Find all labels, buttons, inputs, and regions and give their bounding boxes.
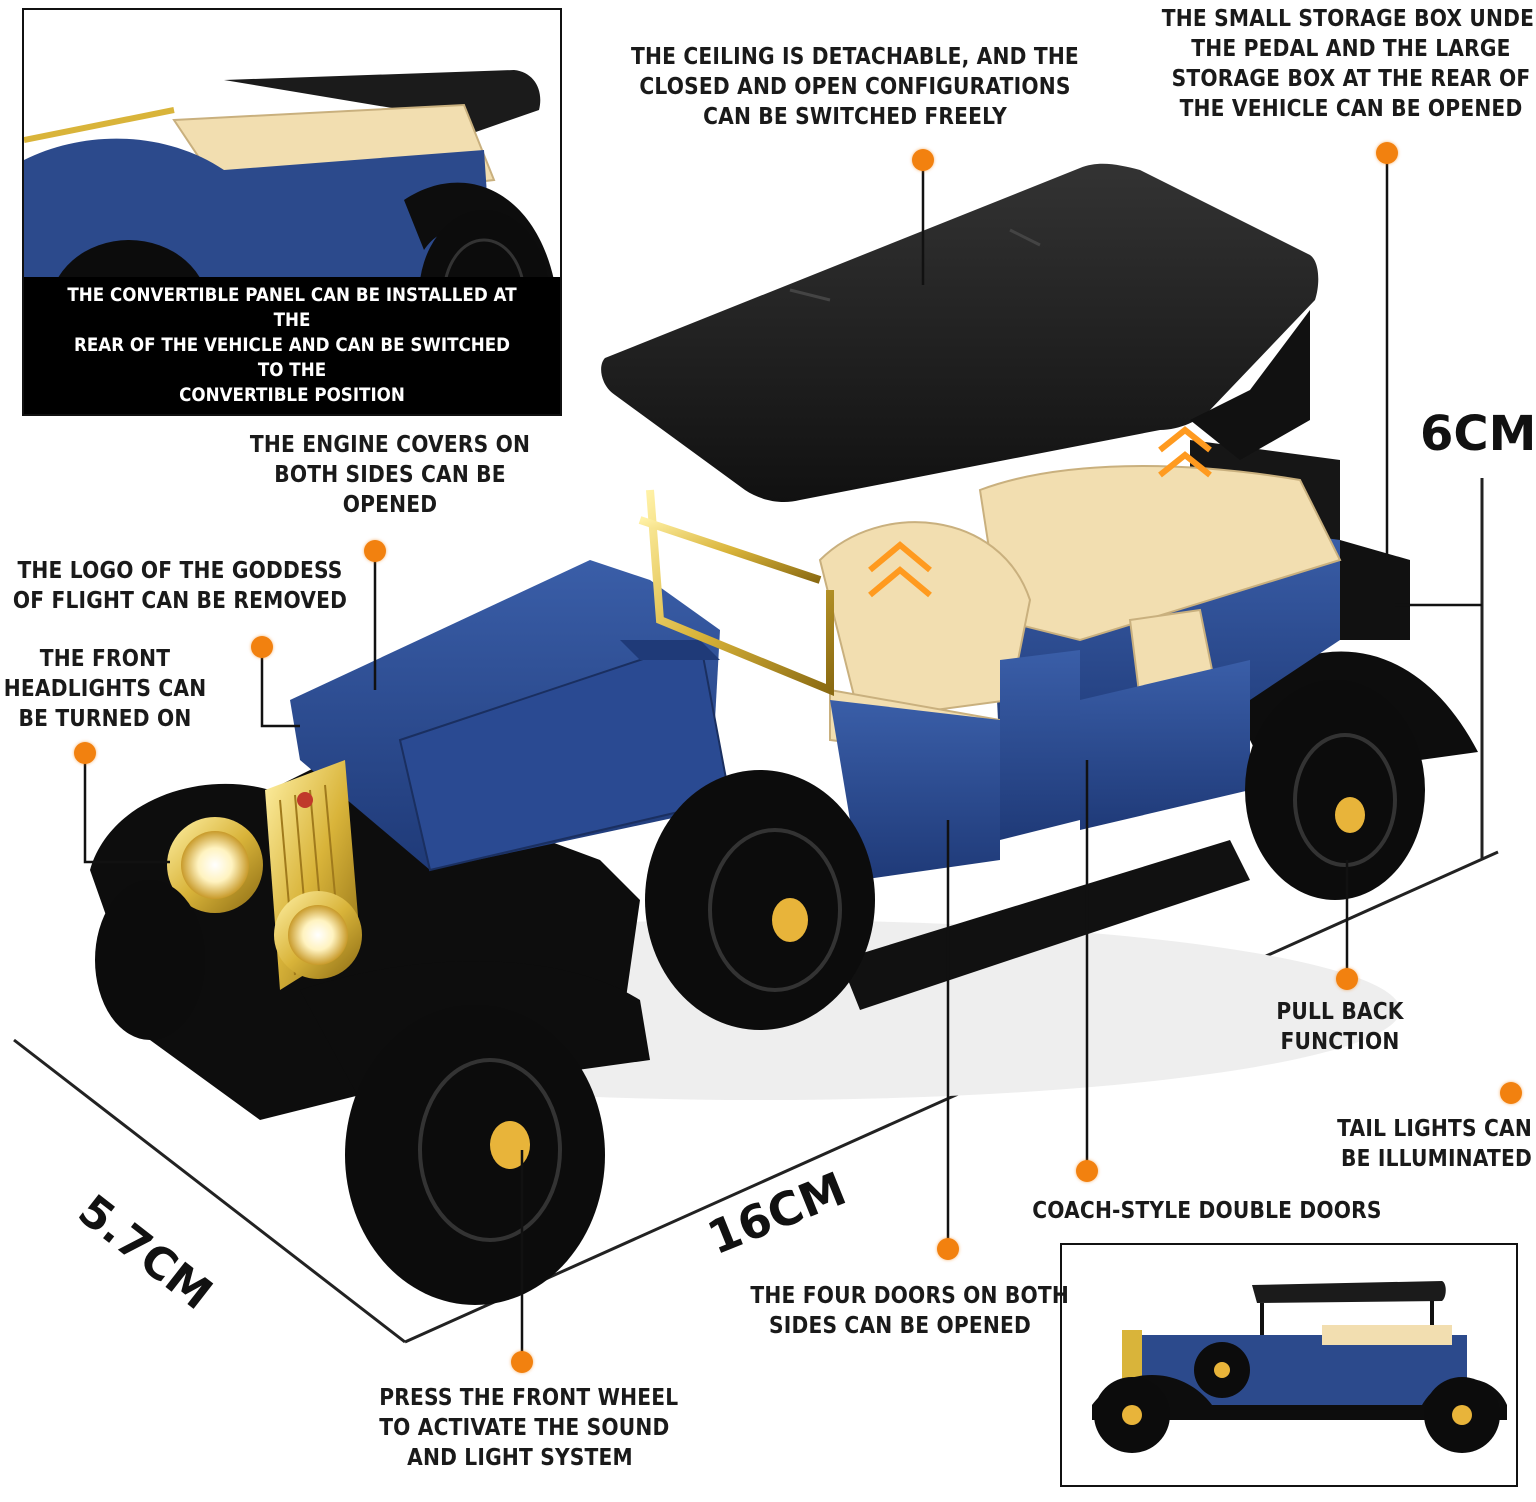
pullback-label: PULL BACK FUNCTION [1261, 997, 1419, 1057]
ceiling-label-line-1: THE CEILING IS DETACHABLE, AND THE [631, 44, 1079, 70]
callout-dot-frontwheel [511, 1351, 533, 1373]
fourdoors-label-line-2: SIDES CAN BE OPENED [769, 1313, 1031, 1339]
frontwheel-label-line-3: AND LIGHT SYSTEM [407, 1445, 633, 1471]
fourdoors-label: THE FOUR DOORS ON BOTH SIDES CAN BE OPEN… [750, 1281, 1069, 1341]
callout-dot-ceiling [912, 149, 934, 171]
running-board [840, 840, 1250, 1010]
convertible-inset-caption: THE CONVERTIBLE PANEL CAN BE INSTALLED A… [24, 277, 560, 414]
storage-label-line-2: THE PEDAL AND THE LARGE [1191, 36, 1511, 62]
height-dimension: 6CM [1420, 406, 1536, 462]
storage-label-line-1: THE SMALL STORAGE BOX UNDER [1161, 6, 1536, 32]
inset-caption-line-1: THE CONVERTIBLE PANEL CAN BE INSTALLED A… [67, 284, 517, 331]
storage-label-line-3: STORAGE BOX AT THE REAR OF [1171, 66, 1531, 92]
front-wheel [345, 1005, 605, 1305]
inset-caption-line-3: CONVERTIBLE POSITION [179, 384, 405, 406]
frontwheel-label-line-1: PRESS THE FRONT WHEEL [379, 1385, 679, 1411]
mid-wheel [645, 770, 875, 1030]
logo-label-line-2: OF FLIGHT CAN BE REMOVED [12, 588, 348, 614]
callout-dot-storage [1376, 142, 1398, 164]
rear-wheel [1245, 680, 1425, 900]
callout-dot-headlights [74, 742, 96, 764]
engine-label-line-3: OPENED [342, 492, 438, 518]
headlights-label-line-3: BE TURNED ON [18, 706, 192, 732]
side-view-inset [1060, 1243, 1518, 1487]
taillights-label-line-2: BE ILLUMINATED [1341, 1146, 1532, 1172]
fourdoors-label-line-1: THE FOUR DOORS ON BOTH [750, 1283, 1069, 1309]
dimension-lines [13, 478, 1499, 1344]
engine-label-line-2: BOTH SIDES CAN BE [274, 462, 506, 488]
ceiling-label-line-3: CAN BE SWITCHED FREELY [703, 104, 1007, 130]
engine-label: THE ENGINE COVERS ON BOTH SIDES CAN BE O… [240, 430, 539, 520]
callout-dot-pullback [1336, 968, 1358, 990]
pullback-label-line-1: PULL BACK [1276, 999, 1404, 1025]
ceiling-label-line-2: CLOSED AND OPEN CONFIGURATIONS [639, 74, 1071, 100]
front-left-wheel [95, 880, 205, 1040]
callout-dot-engine [364, 540, 386, 562]
taillights-label-line-1: TAIL LIGHTS CAN [1337, 1116, 1532, 1142]
coach-label: COACH-STYLE DOUBLE DOORS [1032, 1196, 1382, 1226]
callout-dot-logo [251, 636, 273, 658]
taillights-label: TAIL LIGHTS CAN BE ILLUMINATED [1328, 1114, 1532, 1174]
logo-label-line-1: THE LOGO OF THE GODDESS [17, 558, 343, 584]
logo-label: THE LOGO OF THE GODDESS OF FLIGHT CAN BE… [13, 556, 347, 616]
coach-label-line-1: COACH-STYLE DOUBLE DOORS [1032, 1198, 1382, 1224]
windshield [638, 489, 834, 696]
side-body [830, 650, 1250, 880]
leader-lines [83, 155, 1482, 1362]
storage-label-line-4: THE VEHICLE CAN BE OPENED [1179, 96, 1523, 122]
convertible-inset: THE CONVERTIBLE PANEL CAN BE INSTALLED A… [22, 8, 562, 416]
engine-hood [290, 560, 732, 872]
frontwheel-label: PRESS THE FRONT WHEEL TO ACTIVATE THE SO… [379, 1383, 679, 1473]
wheels [95, 680, 1425, 1305]
up-arrows [868, 426, 1212, 598]
callout-dot-fourdoors [937, 1238, 959, 1260]
headlights [167, 817, 362, 979]
pullback-label-line-2: FUNCTION [1280, 1029, 1400, 1055]
engine-label-line-1: THE ENGINE COVERS ON [249, 432, 531, 458]
headlights-label: THE FRONT HEADLIGHTS CAN BE TURNED ON [4, 644, 206, 734]
side-view-inset-image [1092, 1281, 1507, 1453]
rear-storage-box [1340, 540, 1410, 640]
callout-dot-coach [1076, 1160, 1098, 1182]
ceiling-label: THE CEILING IS DETACHABLE, AND THE CLOSE… [622, 42, 1088, 132]
roof [601, 163, 1319, 502]
callout-dot-taillights [1500, 1082, 1522, 1104]
headlights-label-line-2: HEADLIGHTS CAN [3, 676, 207, 702]
frontwheel-label-line-2: TO ACTIVATE THE SOUND [379, 1415, 670, 1441]
inset-caption-line-2: REAR OF THE VEHICLE AND CAN BE SWITCHED … [73, 334, 511, 381]
headlights-label-line-1: THE FRONT [39, 646, 171, 672]
storage-label: THE SMALL STORAGE BOX UNDER THE PEDAL AN… [1162, 4, 1536, 124]
